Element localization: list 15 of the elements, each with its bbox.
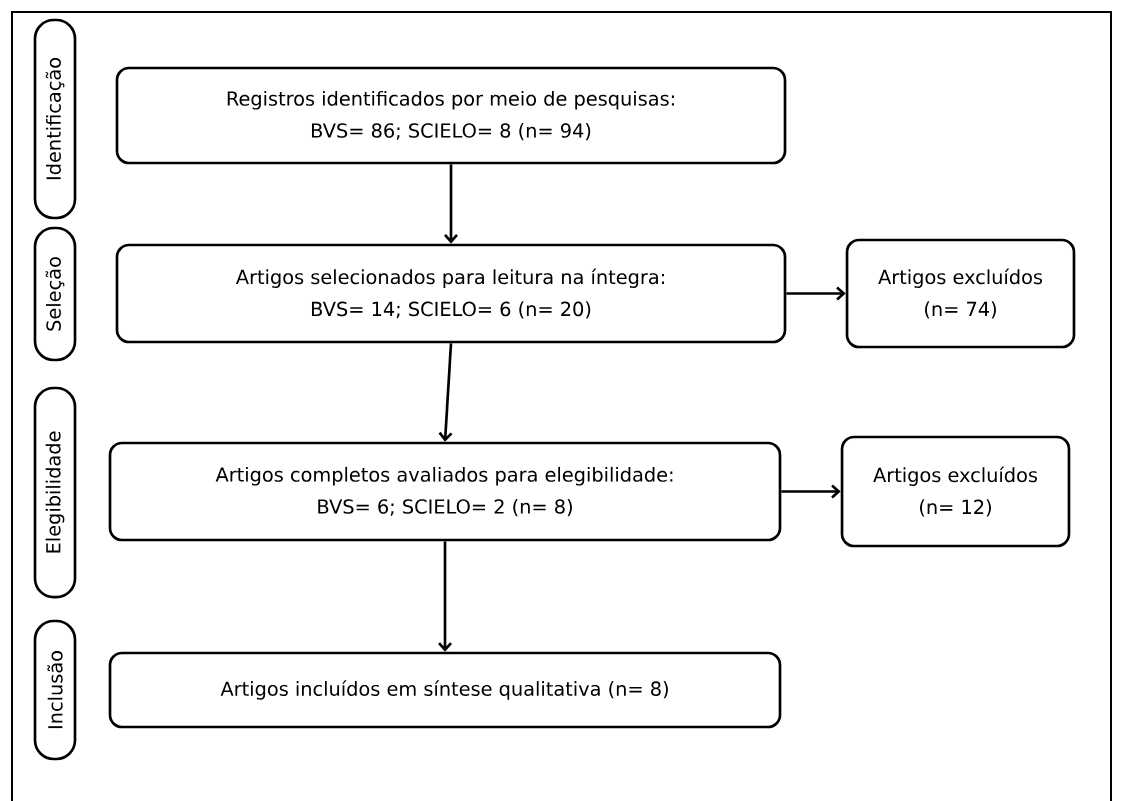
process-box: Artigos excluídos (n= 74) — [845, 238, 1076, 349]
arrow — [786, 286, 846, 301]
stage-label: Inclusão — [33, 619, 77, 761]
process-box: Artigos selecionados para leitura na íntegra: BVS= 14; SCIELO= 6 (n= 20) — [115, 243, 787, 344]
process-box: Artigos excluídos (n= 12) — [840, 435, 1071, 548]
process-box: Artigos completos avaliados para elegibilidade: BVS= 6; SCIELO= 2 (n= 8) — [108, 441, 782, 542]
arrow — [444, 164, 458, 244]
stage-label: Seleção — [33, 226, 77, 362]
process-box: Registros identificados por meio de pesquisas: BVS= 86; SCIELO= 8 (n= 94) — [115, 66, 787, 165]
arrow — [781, 484, 841, 499]
process-box: Artigos incluídos em síntese qualitativa (n= 8) — [108, 651, 782, 729]
stage-label: Identificação — [33, 18, 77, 220]
arrow — [438, 343, 453, 442]
arrow — [438, 541, 452, 652]
stage-label: Elegibilidade — [33, 386, 77, 599]
